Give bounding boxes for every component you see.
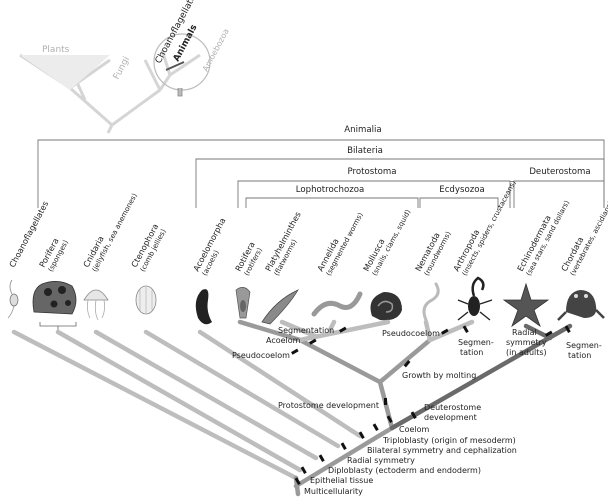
trait-multicellularity: Multicellularity xyxy=(304,487,363,496)
trait-radial-symmetry-adults-3: (in adults) xyxy=(506,348,547,357)
clade-bilateria: Bilateria xyxy=(347,146,383,156)
tick-radial-symmetry xyxy=(340,442,347,450)
trait-diploblasty: Diploblasty (ectoderm and endoderm) xyxy=(328,466,481,475)
scorpion-icon xyxy=(457,276,493,321)
tick-radial-symmetry-adults xyxy=(545,330,553,337)
rotifer-icon xyxy=(235,287,251,319)
choanoflagellate-icon xyxy=(7,279,19,319)
frog-icon xyxy=(557,290,605,321)
trait-pseudocoelom-b: Pseudocoelom xyxy=(382,329,440,338)
inset-label-fungi: Fungi xyxy=(112,55,132,81)
acoel-icon xyxy=(195,289,212,325)
clade-brackets: Animalia Bilateria Protostoma Deuterosto… xyxy=(37,125,605,208)
sea-star-icon xyxy=(502,282,550,328)
trait-segmentation-b-2: tation xyxy=(460,348,483,357)
snail-icon xyxy=(370,292,402,321)
trait-bilateral-symmetry: Bilateral symmetry and cephalization xyxy=(367,446,517,455)
tree-branches xyxy=(11,319,573,497)
trait-epithelial-tissue: Epithelial tissue xyxy=(310,476,373,485)
clade-animalia: Animalia xyxy=(344,125,381,135)
tick-protostome-development xyxy=(384,398,387,405)
trait-segmentation-a: Segmentation xyxy=(278,326,334,335)
trait-coelom: Coelom xyxy=(399,425,430,434)
trait-markers xyxy=(291,325,571,485)
clade-ecdysozoa: Ecdysozoa xyxy=(439,185,484,195)
comb-jelly-icon xyxy=(135,285,157,315)
tick-segmentation-a xyxy=(339,326,347,333)
trait-acoelom: Acoelom xyxy=(266,336,301,345)
clade-protostoma: Protostoma xyxy=(347,167,396,177)
organism-illustrations xyxy=(7,276,605,330)
tick-acoelom xyxy=(309,338,317,345)
trait-radial-symmetry-adults: Radial xyxy=(512,328,537,337)
sponge-bracket xyxy=(39,322,77,330)
trait-radial-symmetry-adults-2: symmetry xyxy=(506,338,547,347)
roundworm-icon xyxy=(422,282,440,322)
trait-radial-symmetry: Radial symmetry xyxy=(347,456,415,465)
tick-growth-by-molting xyxy=(403,360,411,368)
trait-segmentation-b: Segmen- xyxy=(458,338,494,347)
inset-label-amoebozoa: Amoebozoa xyxy=(201,27,231,73)
tick-segmentation-c xyxy=(564,325,571,333)
eukaryote-inset: Plants Fungi Choanoflagellates Animals A… xyxy=(19,0,231,134)
tick-coelom xyxy=(386,415,393,423)
tick-multicellularity xyxy=(294,477,301,485)
flatworm-icon xyxy=(261,289,299,325)
tick-deuterostome-development xyxy=(410,411,417,419)
trait-segmentation-c: Segmen- xyxy=(566,341,602,350)
inset-label-plants: Plants xyxy=(42,45,70,55)
tick-epithelial-tissue xyxy=(300,466,307,474)
annelid-icon xyxy=(311,291,363,317)
trait-segmentation-c-2: tation xyxy=(568,351,591,360)
tick-bilateral-symmetry xyxy=(358,431,365,439)
trait-growth-by-molting: Growth by molting xyxy=(402,371,476,380)
tick-pseudocoelom-a xyxy=(291,348,299,355)
inset-pointer xyxy=(177,88,183,97)
trait-protostome-development: Protostome development xyxy=(278,401,379,410)
trait-labels: Segmentation Acoelom Pseudocoelom Pseudo… xyxy=(232,326,602,496)
trait-deuterostome-development: Deuterostome xyxy=(424,403,481,412)
clade-lophotrochozoa: Lophotrochozoa xyxy=(296,185,365,195)
tick-pseudocoelom-b xyxy=(441,328,449,335)
tick-segmentation-b xyxy=(462,325,469,333)
trait-pseudocoelom-a: Pseudocoelom xyxy=(232,351,290,360)
jellyfish-icon xyxy=(83,289,109,321)
tick-diploblasty xyxy=(318,454,325,462)
trait-deuterostome-development-2: development xyxy=(424,413,477,422)
clade-deuterostoma: Deuterostoma xyxy=(529,167,590,177)
tick-triploblasty xyxy=(372,423,379,431)
trait-triploblasty: Triploblasty (origin of mesoderm) xyxy=(382,436,516,445)
sponge-icon xyxy=(32,281,77,315)
